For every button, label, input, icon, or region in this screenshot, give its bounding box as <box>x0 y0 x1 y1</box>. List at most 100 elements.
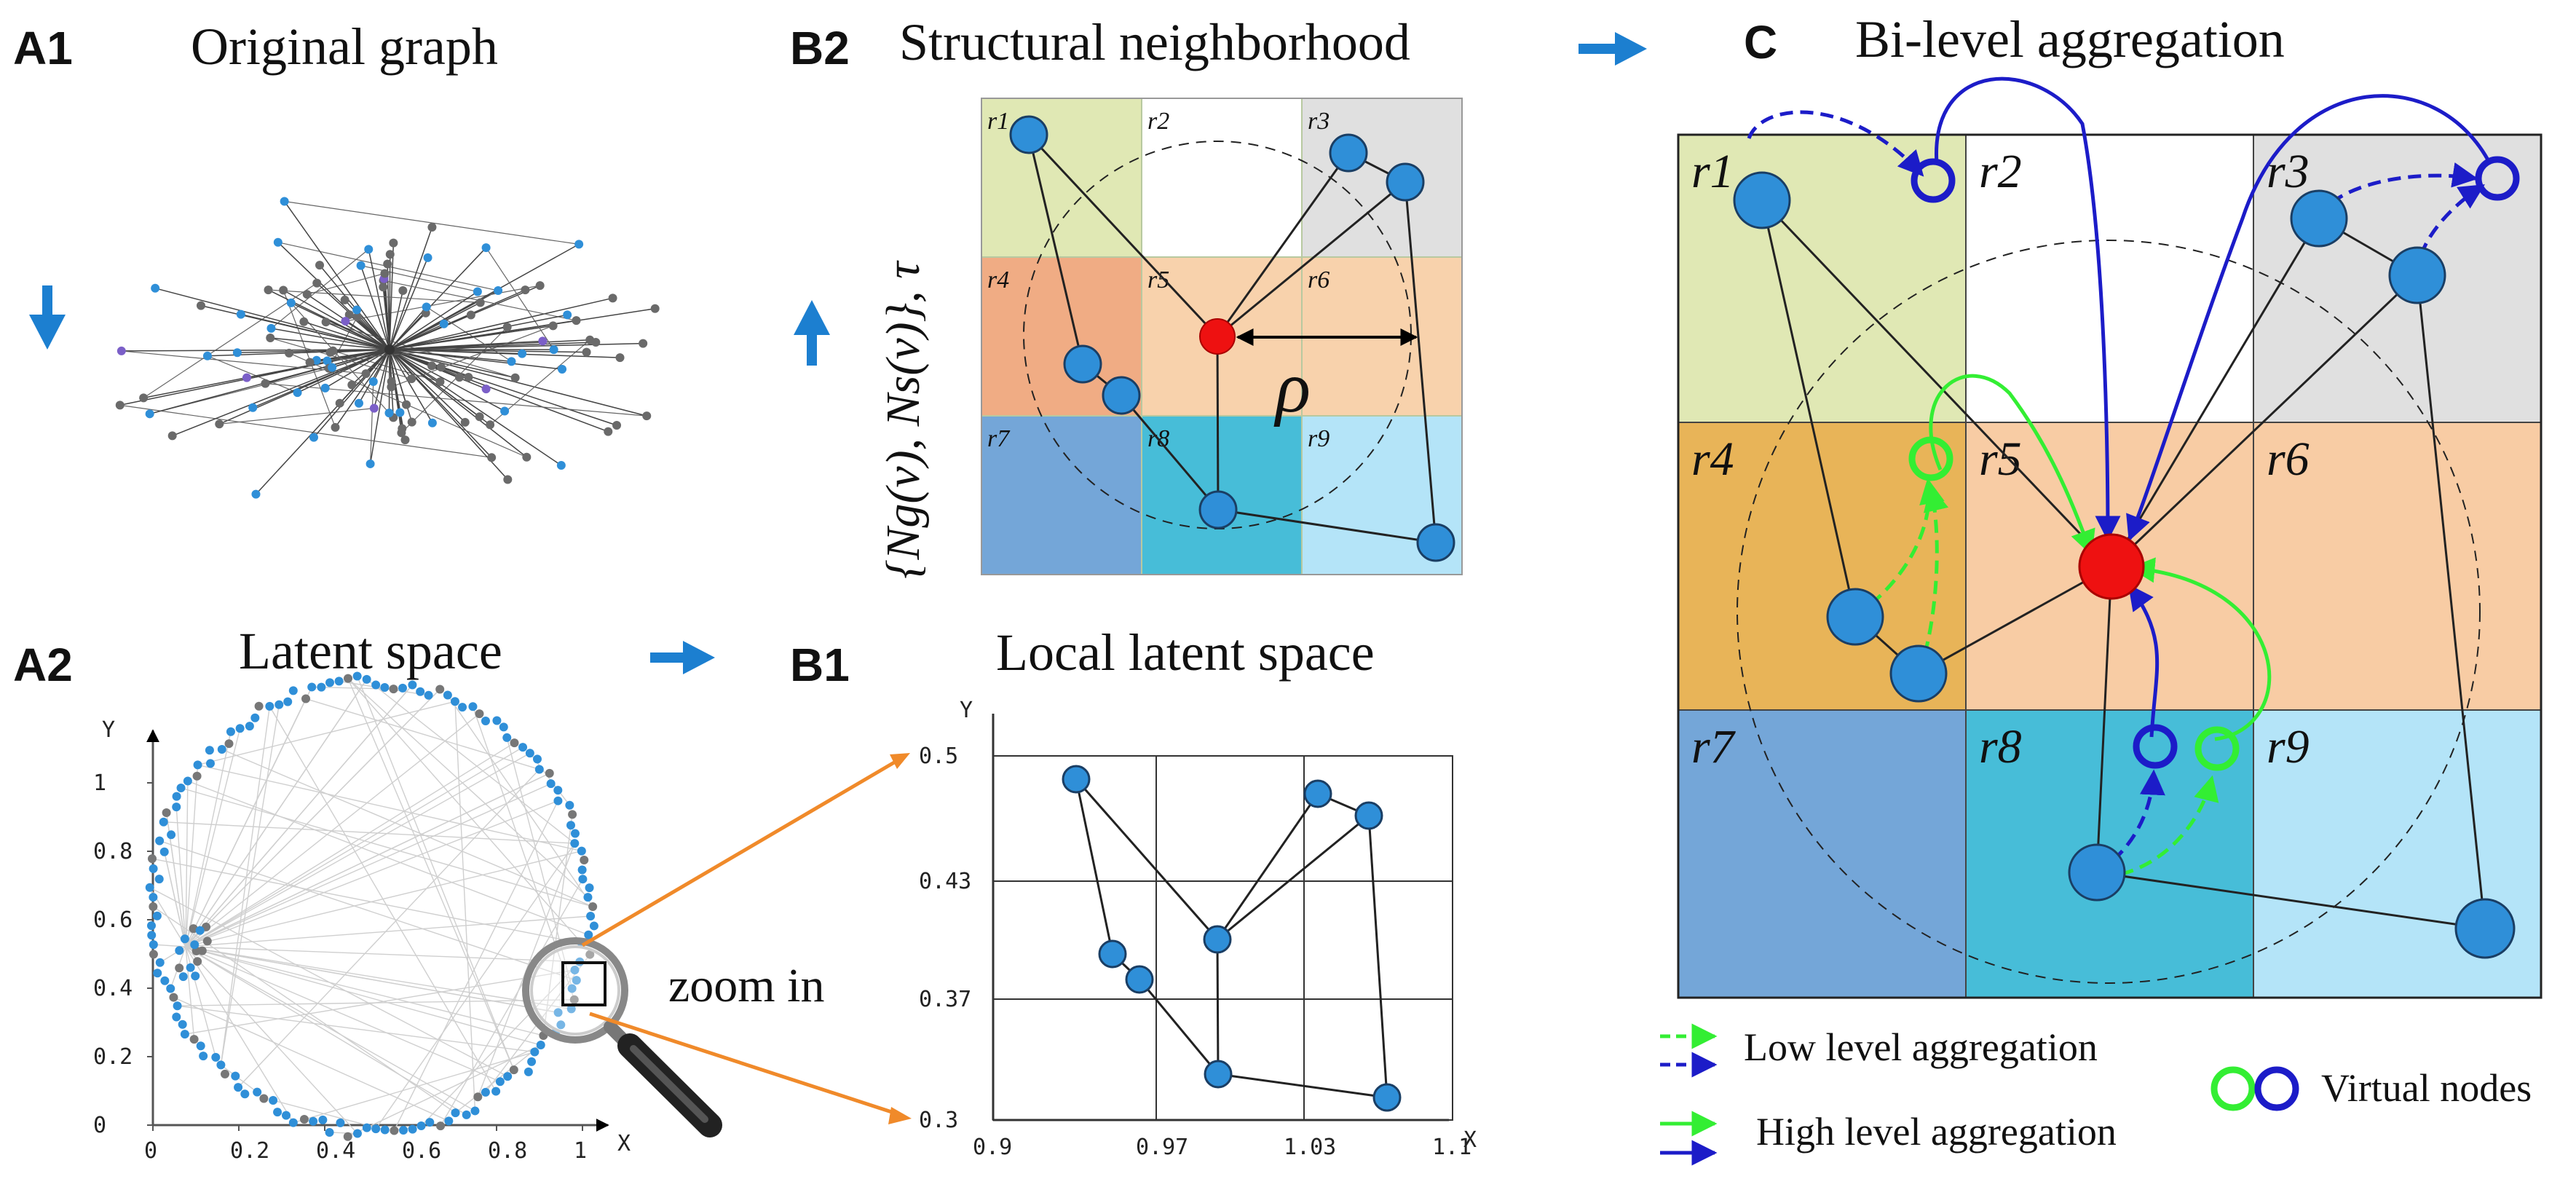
a2-point <box>147 854 157 864</box>
b2-node <box>1063 344 1102 384</box>
a1-node <box>500 406 510 416</box>
c-node <box>1826 588 1884 646</box>
a1-node <box>518 349 527 358</box>
a2-y-tick-label: 0 <box>93 1113 106 1138</box>
a2-x-tick-label: 0.6 <box>402 1138 441 1164</box>
c-region-label: r4 <box>1691 433 1734 486</box>
a2-point <box>224 739 234 749</box>
a1-node <box>151 283 160 293</box>
b2-neighborhood-graph <box>1009 115 1455 562</box>
a2-point <box>527 1057 537 1066</box>
a1-node <box>366 459 375 468</box>
high-agg-r3-to-center <box>2126 94 2492 542</box>
a1-edge <box>304 321 390 350</box>
a2-point <box>336 1118 345 1127</box>
a2-point <box>190 940 199 950</box>
c-edge <box>2416 275 2486 929</box>
c-edge <box>2095 566 2113 873</box>
a1-edge <box>121 349 390 352</box>
a2-edge <box>185 946 358 1134</box>
c-edge <box>2096 871 2486 930</box>
a1-node <box>361 369 371 379</box>
a1-edge <box>389 349 433 424</box>
legend-high-label: High level aggregation <box>1756 1110 2117 1154</box>
b1-x-tick-label: 0.97 <box>1136 1135 1188 1160</box>
c-edge <box>1761 199 2113 568</box>
a2-point <box>288 1118 298 1127</box>
a2-point <box>525 749 534 758</box>
a1-node <box>369 403 379 413</box>
b1-x-axis-label: X <box>1463 1127 1477 1153</box>
b2-node <box>1009 115 1048 154</box>
a1-node <box>116 346 126 355</box>
zoom-arrow-top <box>581 755 904 947</box>
a2-edge <box>237 768 540 1088</box>
zoom-box <box>561 961 607 1006</box>
neighborhood-formula: {Ng(v), Ns(v)}, τ <box>877 260 930 579</box>
a2-point <box>178 1020 187 1029</box>
a2-edge <box>149 887 508 1077</box>
a1-edge <box>389 242 395 350</box>
a1-node <box>379 283 388 292</box>
a2-point <box>380 1125 390 1135</box>
a2-point <box>169 993 178 1002</box>
c-region-label: r1 <box>1691 145 1734 198</box>
c-region-label: r3 <box>2267 145 2310 198</box>
b1-edge <box>1075 778 1114 955</box>
a2-point <box>159 847 169 856</box>
a2-edge <box>159 840 577 981</box>
a1-node <box>574 240 584 249</box>
b1-node <box>1098 939 1127 969</box>
a2-point <box>492 716 502 725</box>
a1-node <box>273 237 283 247</box>
c-region-label: r6 <box>2267 433 2310 486</box>
a2-point <box>584 930 593 939</box>
c-grid-border <box>1677 133 2543 999</box>
a2-edge <box>185 946 558 1014</box>
a2-edge <box>153 944 186 947</box>
a2-edge <box>185 752 531 947</box>
a2-point <box>572 976 581 985</box>
a2-point <box>424 690 433 700</box>
b1-edge <box>1217 814 1370 941</box>
a1-node <box>285 348 294 358</box>
a2-edge <box>185 946 580 963</box>
a2-point <box>191 971 200 981</box>
a2-point <box>371 1124 381 1134</box>
a1-node <box>340 295 349 304</box>
a2-point <box>371 680 381 690</box>
a1-edge <box>389 349 466 423</box>
b1-edge <box>1217 1073 1388 1099</box>
a2-point <box>175 963 184 973</box>
a1-node <box>312 278 322 288</box>
c-node <box>1733 171 1791 229</box>
b2-edge <box>1217 508 1437 544</box>
a2-point <box>443 690 452 700</box>
a2-edges <box>149 676 593 1137</box>
a2-point <box>193 760 202 770</box>
a2-edge <box>356 676 515 1070</box>
a1-node <box>538 336 548 346</box>
a1-node <box>439 319 449 328</box>
a2-edge <box>185 687 312 947</box>
c-node <box>2388 246 2446 304</box>
a2-edge <box>197 701 456 766</box>
a1-node <box>321 318 331 327</box>
b2-region-7 <box>981 415 1142 575</box>
a1-node <box>572 316 581 326</box>
a2-edge <box>163 821 575 844</box>
a1-node <box>312 355 321 365</box>
a2-x-tick-label: 0 <box>144 1138 157 1164</box>
a2-edge <box>185 713 480 947</box>
a1-node <box>320 383 330 393</box>
a1-edge <box>271 328 390 350</box>
a1-node <box>475 298 485 307</box>
a1-node <box>650 304 660 313</box>
a2-point <box>444 1116 454 1126</box>
a2-point <box>553 786 563 795</box>
a1-node <box>563 310 572 320</box>
a1-node <box>398 286 408 296</box>
a2-x-tick-label: 0.8 <box>488 1138 527 1164</box>
a2-edge <box>440 878 583 1127</box>
